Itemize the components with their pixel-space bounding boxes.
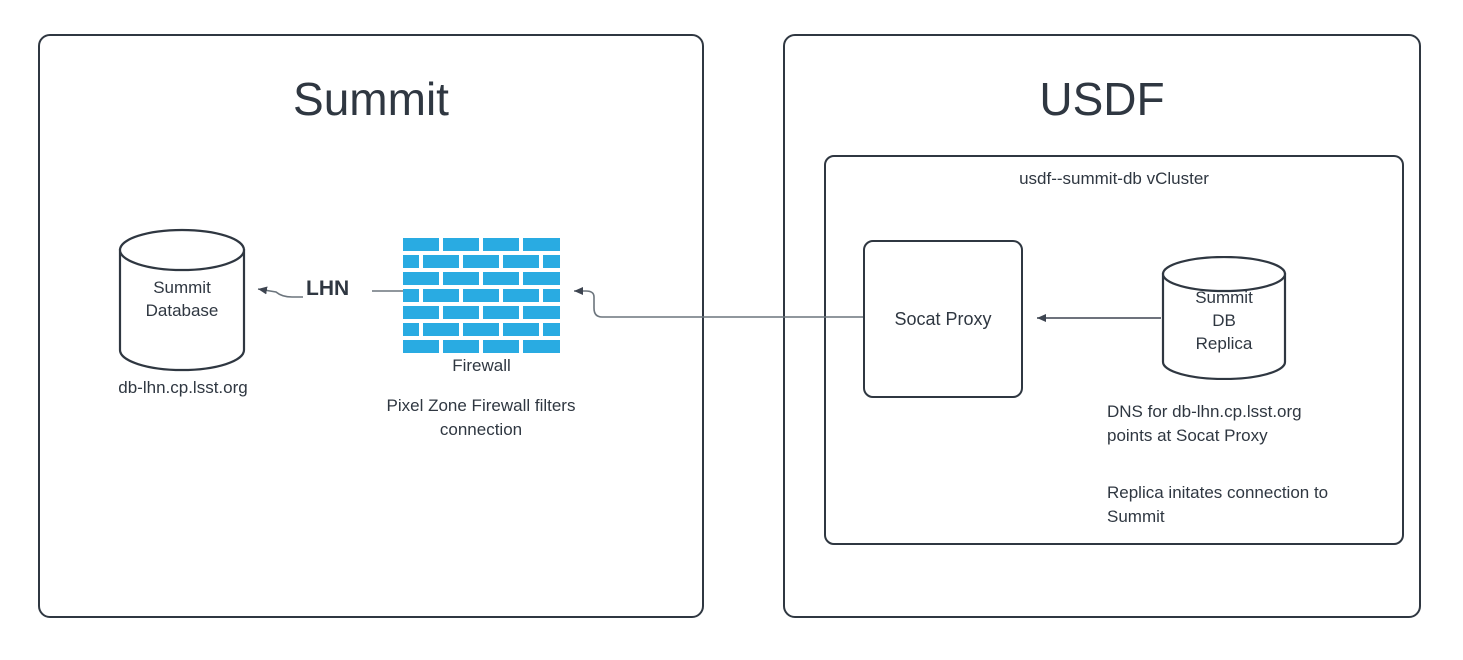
edge-label-lhn: LHN	[303, 278, 353, 300]
brick-row	[403, 306, 560, 319]
brick	[523, 306, 560, 319]
brick	[483, 272, 519, 285]
brick-row	[403, 255, 560, 268]
database-cylinder-icon	[1161, 255, 1287, 381]
brick-row	[403, 272, 560, 285]
summit-db-replica-node[interactable]: Summit DB Replica	[1161, 255, 1287, 381]
brick	[423, 289, 459, 302]
summit-db-replica-label: Summit DB Replica	[1195, 288, 1253, 353]
vcluster-title: usdf--summit-db vCluster	[1019, 169, 1209, 188]
brick	[443, 340, 479, 353]
brick	[423, 323, 459, 336]
brick	[523, 238, 560, 251]
zone-summit-title: Summit	[293, 73, 449, 125]
brick-row	[403, 289, 560, 302]
brick	[483, 238, 519, 251]
brick	[443, 238, 479, 251]
brick	[543, 255, 560, 268]
brick-row	[403, 238, 560, 251]
brick	[463, 255, 499, 268]
socat-proxy-node[interactable]: Socat Proxy	[863, 240, 1023, 398]
brick	[403, 255, 419, 268]
brick	[463, 289, 499, 302]
brick	[503, 289, 539, 302]
replica-dns-caption: DNS for db-lhn.cp.lsst.org points at Soc…	[1107, 402, 1302, 445]
replica-connection-caption: Replica initates connection to Summit	[1107, 483, 1329, 526]
socat-proxy-label: Socat Proxy	[894, 308, 992, 329]
brick	[403, 340, 439, 353]
brick	[523, 340, 560, 353]
brick	[463, 323, 499, 336]
brick-row	[403, 323, 560, 336]
brick	[403, 306, 439, 319]
summit-database-node[interactable]: Summit Database	[118, 228, 246, 372]
brick	[483, 306, 519, 319]
brick	[523, 272, 560, 285]
brick	[543, 289, 560, 302]
brick	[483, 340, 519, 353]
firewall-node[interactable]	[403, 238, 560, 354]
brick	[503, 323, 539, 336]
summit-database-label: Summit Database	[145, 278, 219, 320]
brick	[443, 272, 479, 285]
summit-database-hostname: db-lhn.cp.lsst.org	[118, 378, 248, 397]
brick	[403, 238, 439, 251]
brick	[503, 255, 539, 268]
brick	[403, 272, 439, 285]
firewall-caption: Pixel Zone Firewall filters connection	[386, 396, 576, 439]
brick	[443, 306, 479, 319]
brick	[543, 323, 560, 336]
firewall-label: Firewall	[452, 356, 511, 375]
brick	[403, 289, 419, 302]
database-cylinder-icon	[118, 228, 246, 372]
brick	[403, 323, 419, 336]
zone-usdf-title: USDF	[1039, 73, 1165, 125]
brick-row	[403, 340, 560, 353]
brick	[423, 255, 459, 268]
